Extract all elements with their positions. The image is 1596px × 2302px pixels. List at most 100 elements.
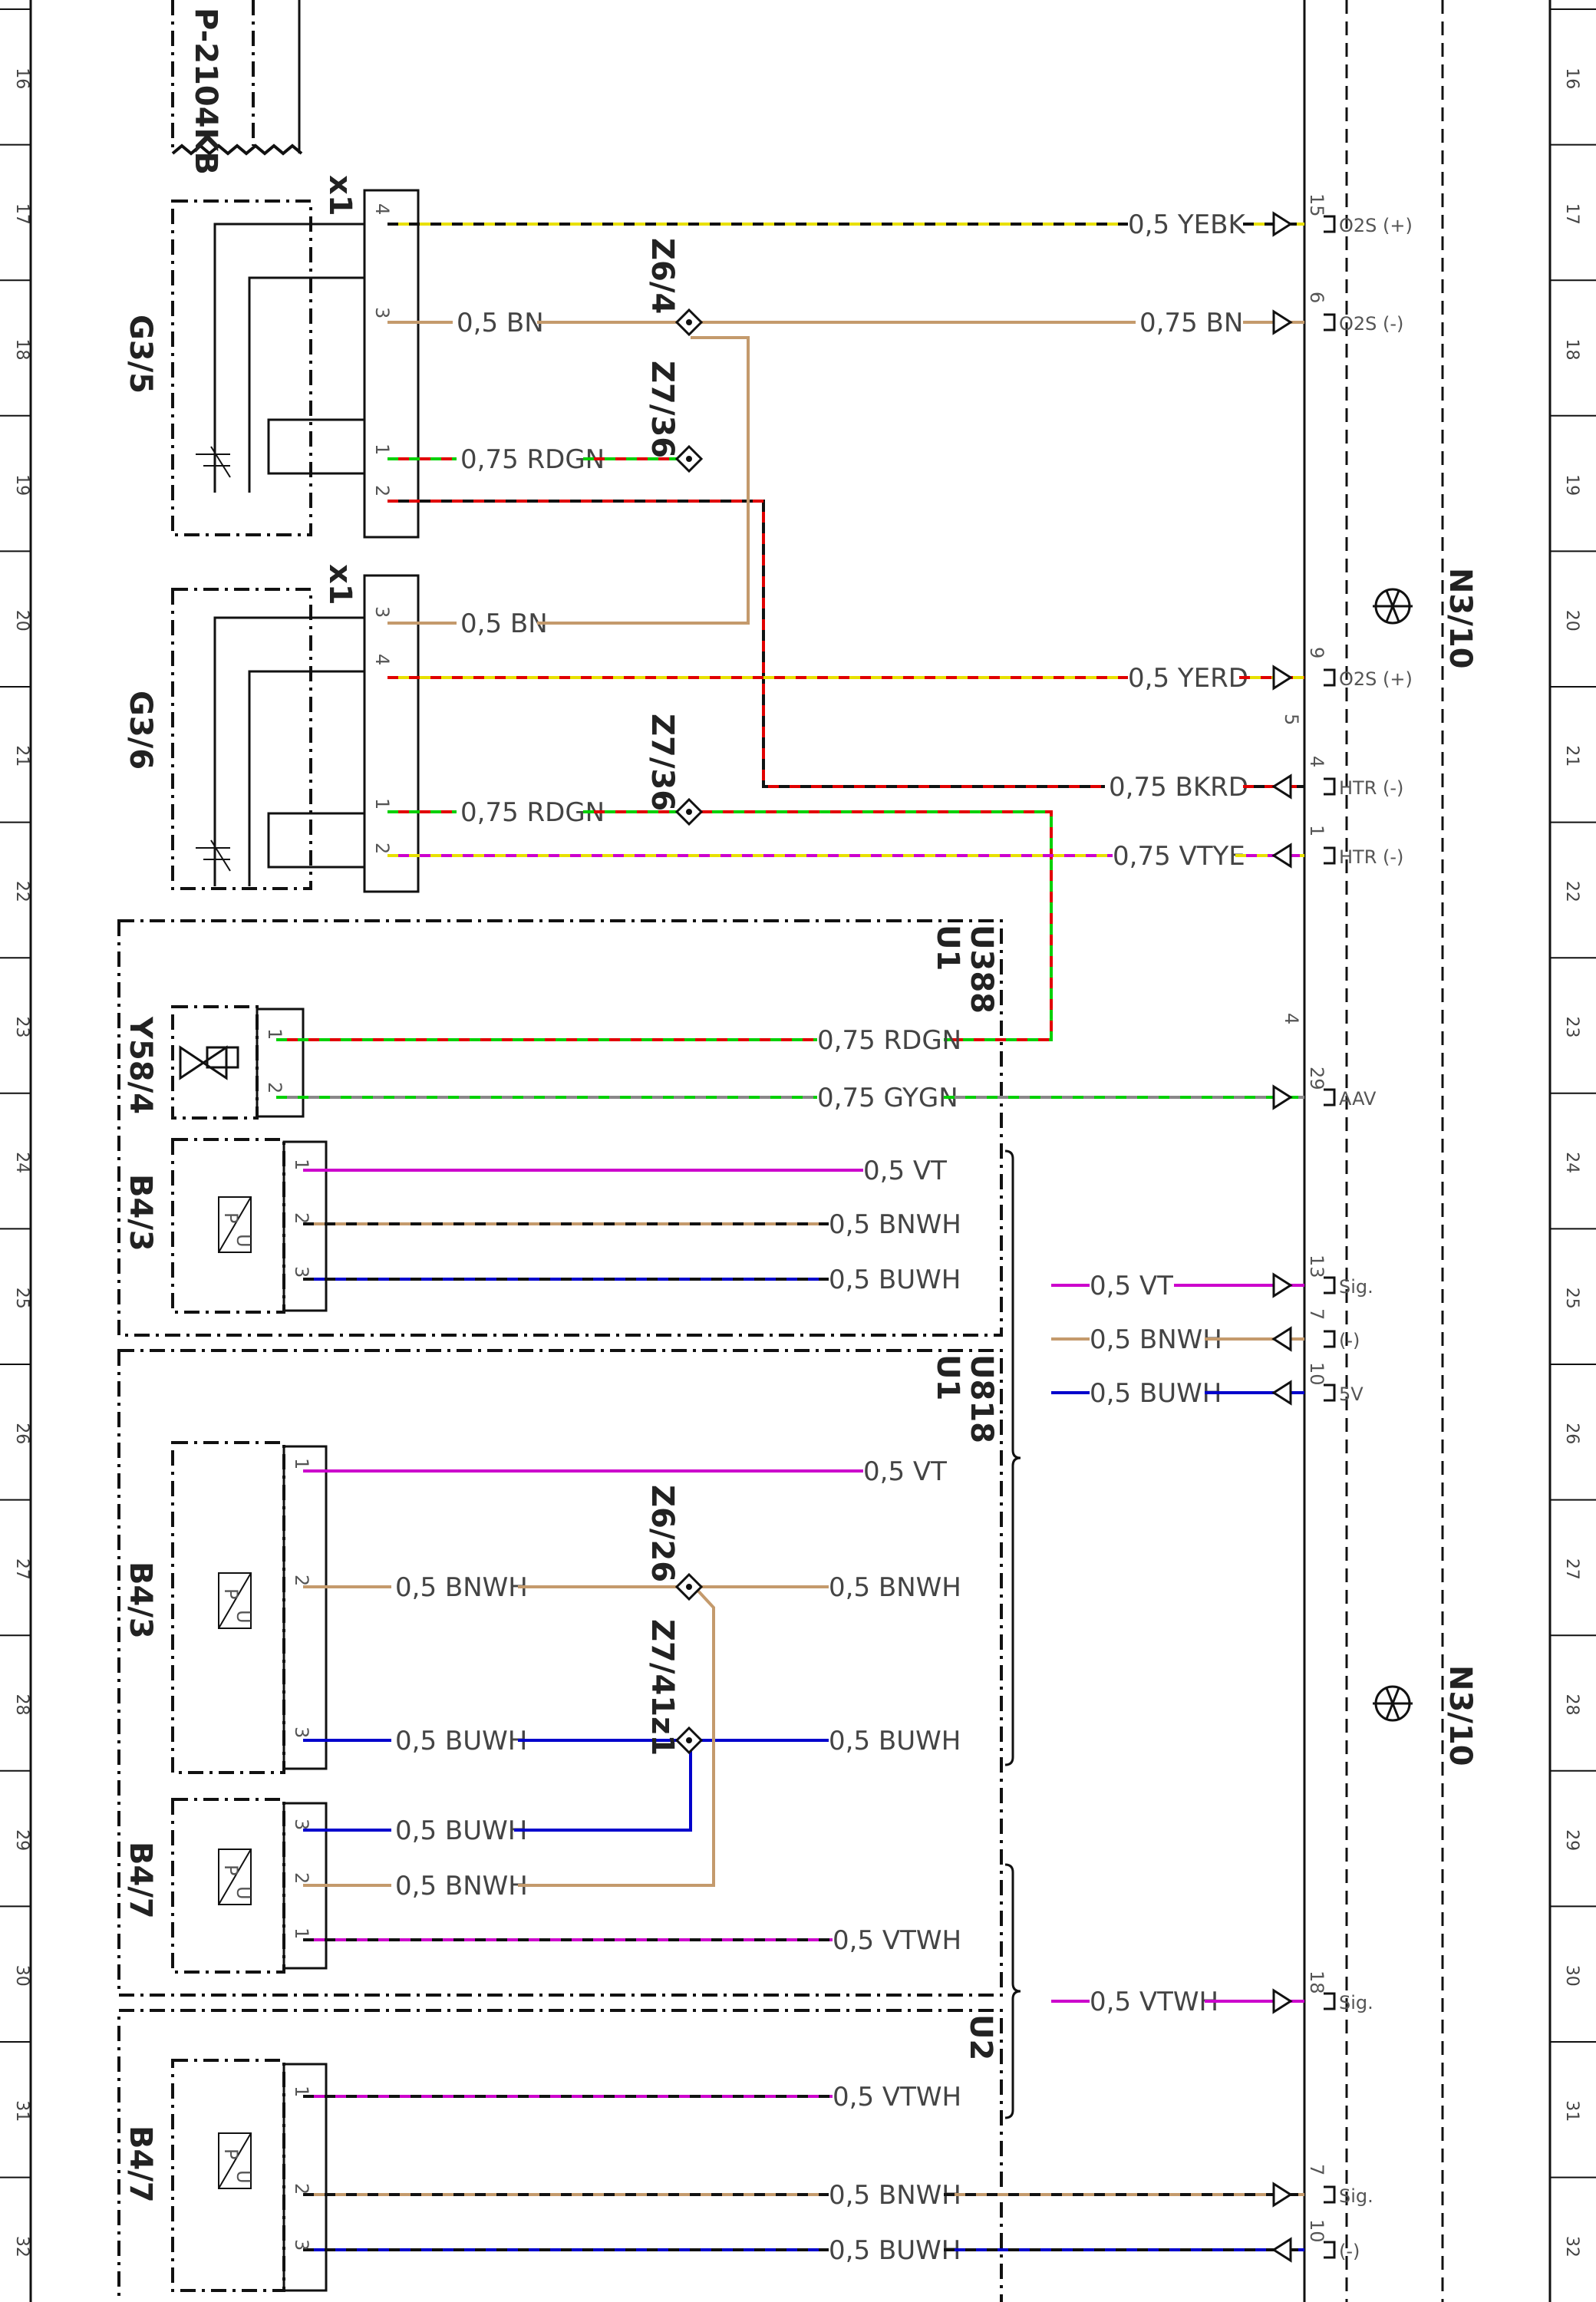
n3-pin-signal: O2S (+): [1339, 215, 1413, 236]
row-number-left: 29: [12, 1829, 31, 1851]
label-z7-36-a: Z7/36: [645, 361, 680, 458]
pin-number: 3: [371, 307, 393, 318]
label-bn-g35: 0,5 BN: [457, 308, 544, 338]
connector-arrow-icon: [1272, 665, 1293, 691]
row-number-right: 23: [1562, 1017, 1581, 1038]
row-number-right: 31: [1562, 2100, 1581, 2122]
pin-number: 1: [291, 2086, 312, 2097]
connector-arrow-icon: [1271, 1380, 1292, 1406]
sensor-p-letter: P: [220, 1588, 242, 1599]
pin-number: 2: [291, 1212, 312, 1224]
box-u2: [117, 2009, 1003, 2302]
wire-bn-g36-route: [537, 336, 750, 625]
sensor-u-letter: U: [232, 1886, 254, 1900]
row-number-right: 22: [1562, 881, 1581, 902]
row-number-right: 20: [1562, 610, 1581, 632]
row-number-right: 17: [1562, 203, 1581, 225]
row-number-right: 32: [1562, 2236, 1581, 2257]
box-b4-7-b: [171, 2059, 285, 2292]
row-number-left: 24: [12, 1152, 31, 1173]
row-number-left: 23: [12, 1017, 31, 1038]
label-bnwh-b47b: 0,5 BNWH: [829, 2180, 961, 2211]
label-b4-3-b: B4/3: [123, 1562, 158, 1639]
box-u1-u818: [117, 1349, 1003, 1997]
label-u2: U2: [963, 2014, 998, 2060]
label-buwh-b43b-r: 0,5 BUWH: [829, 1726, 961, 1756]
n3-pin-number: 15: [1306, 193, 1327, 217]
label-vt-b43b: 0,5 VT: [863, 1456, 947, 1487]
valve-icon: [179, 1045, 239, 1080]
pin-number: 3: [291, 1726, 312, 1738]
n3-pin-number: 4: [1306, 756, 1327, 767]
sensor-pu-icon: PU: [218, 1572, 254, 1629]
label-rdgn-g35: 0,75 RDGN: [460, 444, 605, 475]
row-number-right: 19: [1562, 474, 1581, 496]
n3-pin-number: 13: [1306, 1255, 1327, 1278]
connector-arrow-icon: [1271, 843, 1292, 869]
n3-pin: 10(-): [1271, 2219, 1360, 2263]
pin-number: 2: [291, 1872, 312, 1884]
row-number-left: 28: [12, 1694, 31, 1716]
label-bkrd: 0,75 BKRD: [1109, 772, 1248, 803]
connector-arrow-icon: [1272, 309, 1293, 335]
n3-pin-number: 7: [1306, 1308, 1327, 1320]
label-y58-4: Y58/4: [123, 1016, 158, 1114]
label-bnwh-b43a: 0,5 BNWH: [829, 1209, 961, 1240]
label-g3-6: G3/6: [123, 691, 158, 770]
pin-number: 1: [291, 1458, 312, 1469]
connector-arrow-icon: [1271, 773, 1292, 800]
row-number-left: 22: [12, 881, 31, 902]
row-number-left: 25: [12, 1288, 31, 1309]
pin-number: 2: [371, 485, 393, 496]
svg-text:U818: U818: [964, 1354, 999, 1443]
row-number-left: 31: [12, 2100, 31, 2122]
pin-number: 1: [291, 1159, 312, 1170]
row-number-right: 27: [1562, 1558, 1581, 1580]
n3-pin-number: 9: [1306, 647, 1327, 658]
box-u1-u388: [117, 919, 1003, 1337]
ecu-symbol-icon: [1373, 588, 1413, 625]
wire-bkrd: [387, 500, 1105, 788]
row-number-right: 26: [1562, 1423, 1581, 1444]
connector-arrow-icon: [1272, 1272, 1293, 1298]
n3-pin-signal: Sig.: [1339, 1276, 1373, 1298]
label-buwh-n3: 0,5 BUWH: [1090, 1378, 1222, 1409]
connector-b4-3-b: [282, 1445, 328, 1770]
label-yerd: 0,5 YERD: [1128, 663, 1248, 694]
row-number-right: 28: [1562, 1694, 1581, 1716]
sensor-p-letter: P: [220, 1865, 242, 1875]
connector-x1-g3-5: [363, 189, 420, 539]
sensor-u-letter: U: [232, 2170, 254, 2184]
label-vt-b43a: 0,5 VT: [863, 1156, 947, 1186]
n3-pin-number: 7: [1306, 2164, 1327, 2175]
n3-pin-signal: Sig.: [1339, 2185, 1373, 2207]
n3-pin-signal: HTR (-): [1339, 777, 1403, 799]
pin-number: 3: [291, 1819, 312, 1830]
row-number-right: 21: [1562, 745, 1581, 767]
ecu-symbol-icon: [1373, 1685, 1413, 1722]
label-yebk: 0,5 YEBK: [1128, 209, 1246, 240]
ref-box-p2104kb: P-2104KB: [171, 0, 303, 175]
box-b4-3-b: [171, 1441, 285, 1774]
connector-b4-7-b: [282, 2063, 328, 2292]
n3-pin: 7(-): [1271, 1308, 1360, 1352]
label-z6-4: Z6/4: [645, 238, 680, 314]
o2-sensor-g3-5-icon: [196, 223, 364, 493]
connector-x1-g3-6: [363, 574, 420, 893]
label-bnwh-n3: 0,5 BNWH: [1090, 1324, 1222, 1355]
n3-pin-signal: 5V: [1339, 1384, 1364, 1405]
pin-number: 3: [371, 606, 393, 618]
pin-number: 1: [264, 1028, 285, 1040]
bundle-brace: [1004, 1149, 1021, 1766]
bundle-brace: [1004, 1863, 1021, 2119]
n3-pin-signal: (-): [1339, 2241, 1360, 2262]
n3-10-bus: [1303, 0, 1444, 2302]
label-vtye: 0,75 VTYE: [1113, 841, 1245, 872]
pin-number: 3: [291, 1266, 312, 1278]
